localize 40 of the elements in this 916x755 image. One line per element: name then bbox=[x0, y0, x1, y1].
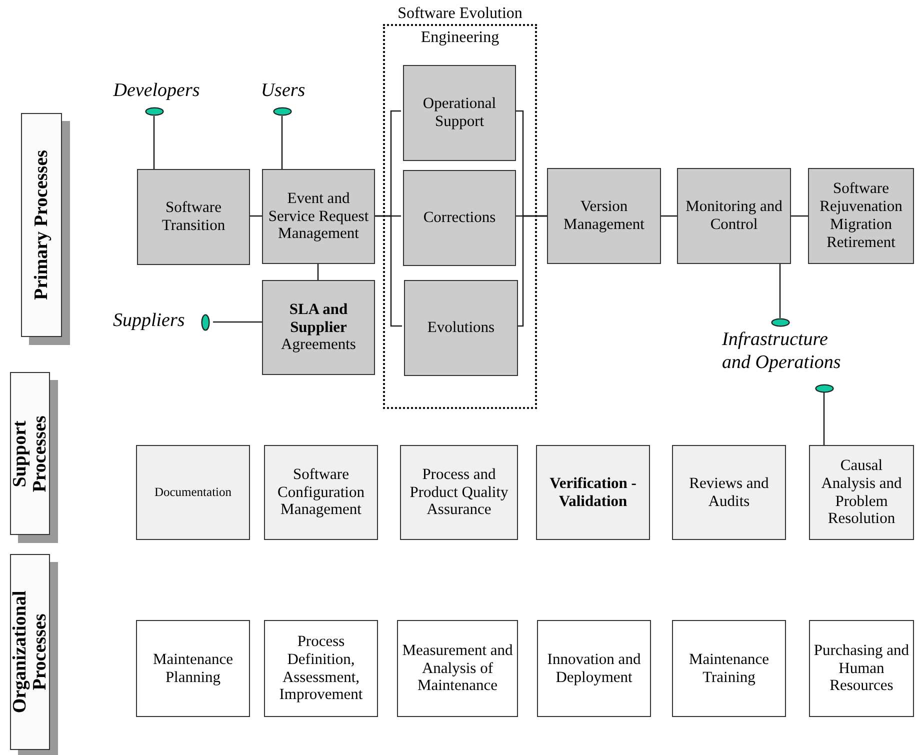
section-title: Primary Processes bbox=[32, 150, 52, 300]
connector-line bbox=[823, 392, 825, 445]
connector-line bbox=[281, 116, 283, 169]
connector-line bbox=[779, 264, 781, 318]
connector-line bbox=[516, 215, 547, 327]
process-box: Software Rejuvenation Migration Retirement bbox=[808, 168, 914, 264]
process-box: Process Definition, Assessment, Improvement bbox=[264, 620, 378, 717]
process-box: Software Transition bbox=[137, 169, 250, 265]
process-box: Operational Support bbox=[403, 65, 516, 161]
process-box: Process and Product Quality Assurance bbox=[400, 445, 518, 540]
connector-line bbox=[250, 215, 262, 217]
process-box: SLA and Supplier Agreements bbox=[262, 280, 375, 375]
process-box: Reviews and Audits bbox=[672, 445, 786, 540]
section-title: Support Processes bbox=[10, 415, 50, 492]
connector-line bbox=[661, 215, 677, 217]
process-box: Purchasing and Human Resources bbox=[809, 620, 914, 717]
process-box: Software Configuration Management bbox=[264, 445, 378, 540]
actor-label: Suppliers bbox=[113, 310, 185, 332]
process-box: Maintenance Training bbox=[672, 620, 786, 717]
process-box: Monitoring and Control bbox=[677, 168, 791, 264]
connector-line bbox=[317, 264, 319, 280]
process-box: Verification - Validation bbox=[536, 445, 650, 540]
group-title: Engineering bbox=[420, 29, 500, 47]
actor-label: Developers bbox=[112, 80, 201, 102]
connector-line bbox=[375, 215, 402, 327]
section-title: Organizational Processes bbox=[10, 590, 50, 714]
process-box: Evolutions bbox=[404, 280, 518, 376]
process-box: Maintenance Planning bbox=[136, 620, 250, 717]
process-box: Corrections bbox=[403, 170, 516, 266]
process-box: Version Management bbox=[547, 168, 661, 264]
connector-line bbox=[153, 116, 155, 169]
actor-label: Users bbox=[260, 80, 306, 102]
process-box: Event and Service Request Management bbox=[262, 169, 375, 264]
process-box: Causal Analysis and Problem Resolution bbox=[809, 445, 914, 540]
group-title: Software Evolution bbox=[398, 5, 522, 23]
process-box: Innovation and Deployment bbox=[537, 620, 651, 717]
connector-line bbox=[791, 215, 808, 217]
process-box: Measurement and Analysis of Maintenance bbox=[397, 620, 518, 717]
actor-label: Infrastructure and Operations bbox=[722, 329, 842, 375]
process-box: Documentation bbox=[136, 445, 250, 540]
